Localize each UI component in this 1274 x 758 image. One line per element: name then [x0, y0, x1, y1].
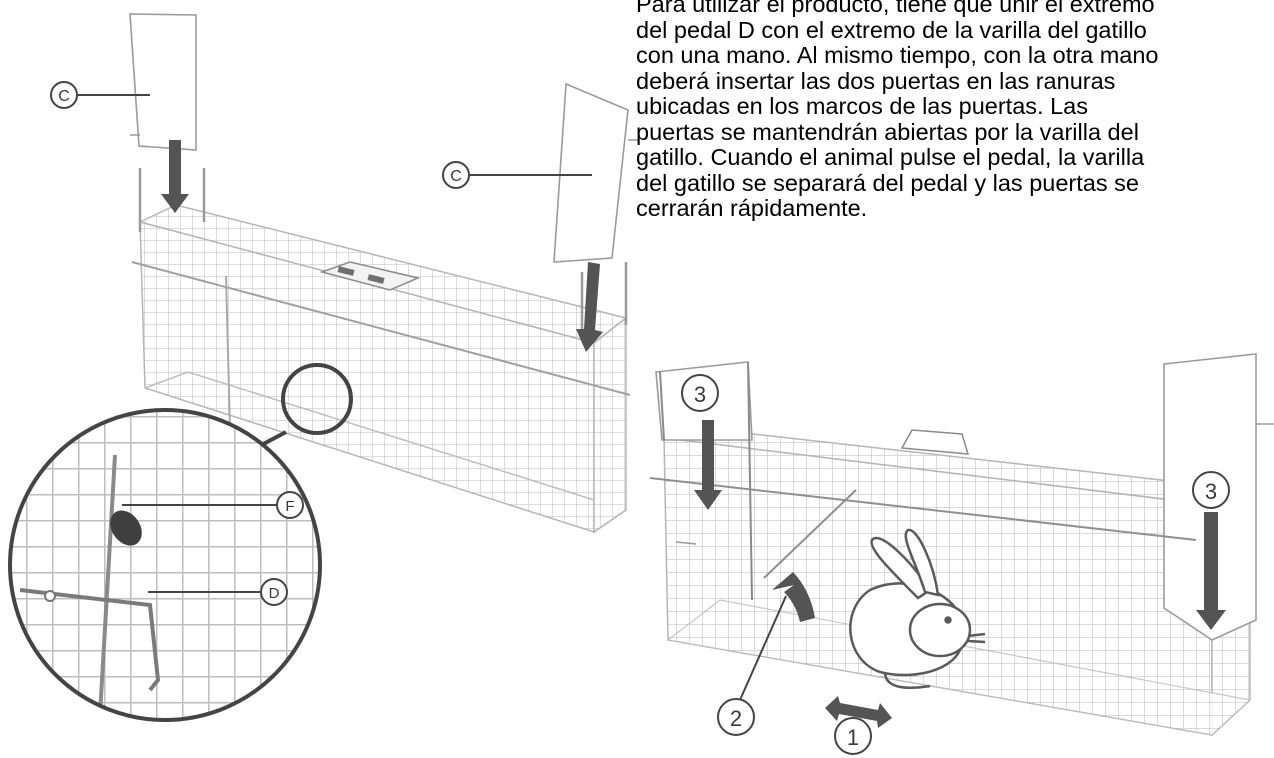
instructions-text: Para utilizar el producto, tiene que uni…: [636, 0, 1274, 222]
instructions-line-5: ubicadas en los marcos de las puertas. L…: [636, 93, 1088, 119]
left-trap: [129, 13, 640, 534]
right-callouts: 3 3 2 1: [681, 374, 1230, 755]
step-3-left-label: 3: [694, 382, 706, 407]
callout-f: F: [285, 498, 294, 515]
right-trap: [649, 353, 1274, 737]
step-1-label: 1: [847, 725, 859, 750]
callout-c-left: C: [58, 88, 70, 105]
instructions-line-8: del gatillo se separará del pedal y las …: [636, 169, 1139, 196]
instructions-line-9: cerrarán rápidamente.: [636, 195, 868, 221]
callout-d: D: [269, 585, 280, 602]
left-callouts: C C F D: [50, 81, 592, 606]
step-2-label: 2: [730, 706, 742, 731]
rabbit-icon: [849, 528, 986, 689]
instructions-line-1: Para utilizar el producto, tiene que uni…: [636, 0, 1155, 17]
callout-c-right: C: [450, 168, 462, 185]
instructions-line-3: con una mano. Al mismo tiempo, con la ot…: [636, 42, 1159, 68]
instructions-line-2: del pedal D con el extremo de la varilla…: [636, 16, 1147, 43]
instructions-line-6: puertas se mantendrán abiertas por la va…: [636, 118, 1139, 145]
zoom-detail: [8, 363, 353, 722]
instructions-line-4: deberá insertar las dos puertas en las r…: [636, 67, 1116, 94]
instructions-line-7: gatillo. Cuando el animal pulse el pedal…: [636, 144, 1145, 170]
step-3-right-label: 3: [1205, 479, 1217, 504]
